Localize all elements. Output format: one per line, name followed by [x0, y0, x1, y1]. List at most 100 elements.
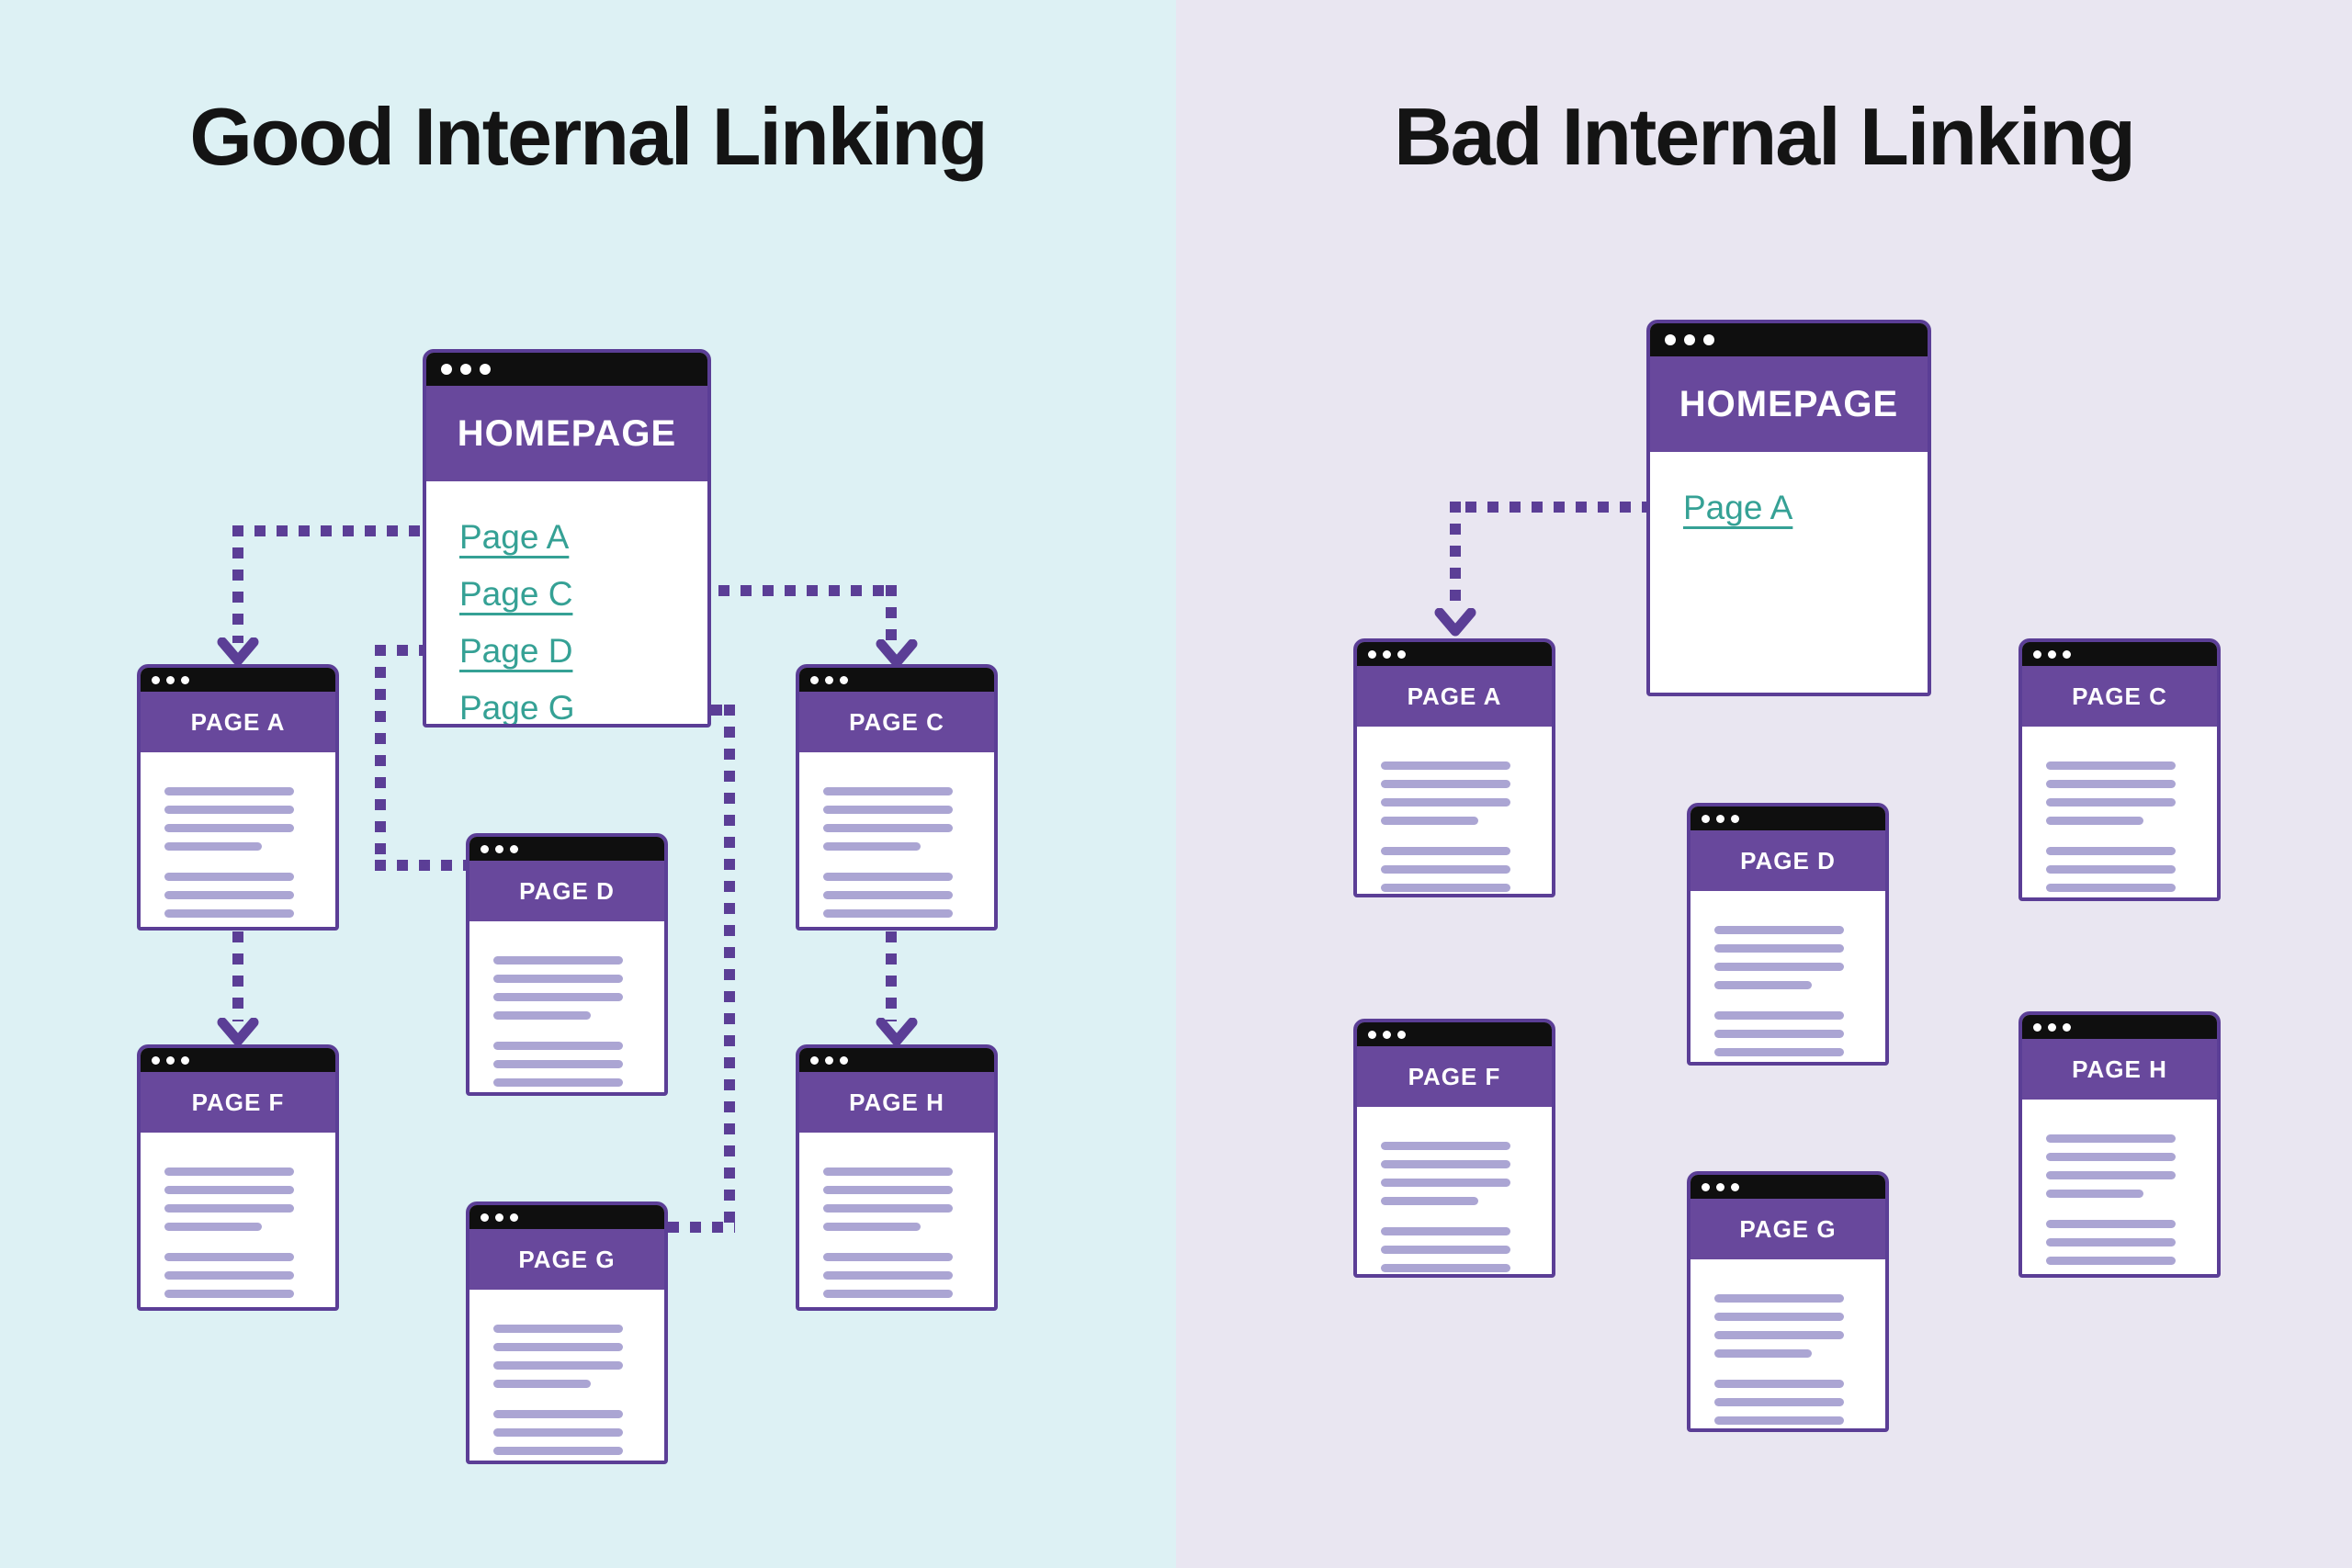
text-line-group [823, 1253, 970, 1298]
window-body [799, 752, 994, 918]
text-line [493, 956, 623, 964]
window-title: PAGE H [2072, 1055, 2167, 1083]
window-good-page-a: PAGE A [137, 664, 339, 931]
window-title: PAGE C [849, 707, 944, 736]
window-bad-page-f: PAGE F [1353, 1019, 1555, 1278]
text-line [1714, 1416, 1844, 1425]
window-control-dot [481, 844, 489, 853]
text-line [1714, 963, 1844, 971]
arrow-down-icon [876, 1018, 918, 1046]
homepage-link-page-a[interactable]: Page A [459, 518, 570, 556]
window-control-dot [1731, 1182, 1739, 1191]
text-line-group [1381, 847, 1528, 892]
text-line [1381, 1264, 1510, 1272]
window-bad-page-c: PAGE C [2018, 638, 2221, 901]
window-control-dot [2033, 649, 2041, 659]
connector-good-home-to-page-g-vertical [724, 705, 735, 1226]
text-line-group [823, 873, 970, 918]
text-line [823, 873, 953, 881]
window-good-page-g: PAGE G [466, 1201, 668, 1464]
text-line [164, 842, 262, 851]
window-header: PAGE A [1357, 666, 1552, 727]
text-line-group [2046, 1220, 2193, 1265]
window-titlebar [469, 1205, 664, 1229]
window-control-dot [825, 1055, 833, 1065]
window-good-page-f: PAGE F [137, 1044, 339, 1311]
window-control-dot [810, 675, 819, 684]
text-line [493, 1410, 623, 1418]
text-line [164, 824, 294, 832]
arrow-down-icon [217, 637, 259, 666]
text-line [823, 1253, 953, 1261]
text-line [1381, 1197, 1478, 1205]
window-title: PAGE H [849, 1088, 944, 1116]
text-line [493, 1361, 623, 1370]
homepage-link-page-d[interactable]: Page D [459, 632, 573, 670]
window-bad-homepage: HOMEPAGE Page A [1646, 320, 1931, 696]
text-line [823, 1204, 953, 1213]
window-body: Page A [1650, 452, 1928, 527]
window-header: PAGE H [2022, 1039, 2217, 1100]
text-line [823, 1186, 953, 1194]
window-title: PAGE D [519, 876, 615, 905]
connector-bad-home-to-page-a-horizontal [1465, 502, 1675, 513]
window-titlebar [141, 668, 335, 692]
window-title: PAGE F [1408, 1062, 1501, 1090]
text-line [2046, 1238, 2176, 1247]
window-control-dot [495, 844, 503, 853]
text-line-group [2046, 1134, 2193, 1198]
window-control-dot [2033, 1022, 2041, 1032]
window-title: PAGE F [191, 1088, 285, 1116]
text-line-group [164, 1168, 311, 1231]
text-line [2046, 884, 2176, 892]
text-line [1381, 798, 1510, 807]
window-control-dot [480, 364, 491, 375]
window-titlebar [1357, 642, 1552, 666]
text-line [1714, 1313, 1844, 1321]
window-titlebar [2022, 642, 2217, 666]
window-control-dot [2063, 649, 2071, 659]
arrow-down-icon [217, 1018, 259, 1046]
connector-good-home-to-page-g-horizontal-2 [668, 1222, 735, 1233]
window-control-dot [2048, 649, 2056, 659]
window-control-dot [152, 675, 160, 684]
text-line [2046, 847, 2176, 855]
text-line-group [1381, 761, 1528, 825]
arrow-down-icon [876, 639, 918, 668]
connector-good-home-to-page-a-vertical [232, 525, 243, 643]
window-control-dot [810, 1055, 819, 1065]
text-line [1381, 847, 1510, 855]
window-control-dot [1383, 1030, 1391, 1039]
window-control-dot [460, 364, 471, 375]
window-control-dot [1716, 814, 1724, 823]
window-control-dot [1397, 649, 1406, 659]
text-line [2046, 1134, 2176, 1143]
window-title: PAGE C [2072, 682, 2167, 710]
connector-good-page-a-to-page-f-vertical [232, 931, 243, 1021]
homepage-link-page-a[interactable]: Page A [1683, 489, 1793, 526]
window-header: HOMEPAGE [426, 386, 707, 481]
text-line [1714, 944, 1844, 953]
window-titlebar [1357, 1022, 1552, 1046]
window-good-page-c: PAGE C [796, 664, 998, 931]
window-title: HOMEPAGE [1679, 383, 1899, 424]
homepage-link-page-c[interactable]: Page C [459, 575, 573, 613]
window-control-dot [1716, 1182, 1724, 1191]
window-header: PAGE A [141, 692, 335, 752]
text-line-group [1714, 1380, 1861, 1425]
text-line [1714, 981, 1812, 989]
text-line-group [493, 1042, 640, 1087]
window-body [2022, 1100, 2217, 1265]
good-panel-title: Good Internal Linking [189, 91, 988, 182]
text-line [164, 1223, 262, 1231]
text-line [823, 1271, 953, 1280]
text-line [1381, 865, 1510, 874]
window-control-dot [441, 364, 452, 375]
window-control-dot [1684, 334, 1695, 345]
window-body [469, 1290, 664, 1455]
window-control-dot [152, 1055, 160, 1065]
homepage-link-page-g[interactable]: Page G [459, 689, 575, 727]
text-line [493, 1428, 623, 1437]
window-title: PAGE A [1407, 682, 1502, 710]
text-line [1714, 1294, 1844, 1303]
